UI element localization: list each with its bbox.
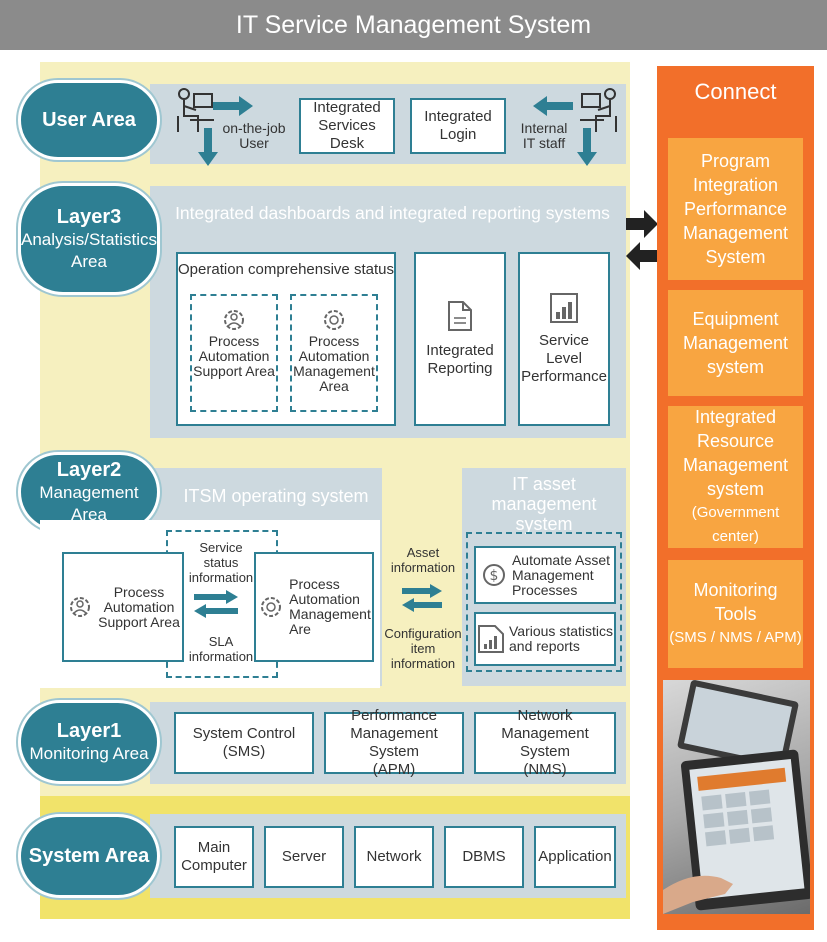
layer3-header: Integrated dashboards and integrated rep… — [175, 203, 610, 223]
bar-chart-icon — [549, 292, 579, 324]
gear-cycle-icon — [320, 306, 348, 334]
statistics-report-icon — [477, 624, 505, 654]
connect-title: Connect — [694, 79, 777, 104]
internal-it-staff-label: Internal IT staff — [520, 120, 568, 151]
system-control-box: System Control (SMS) — [174, 712, 314, 774]
layer2-pill: Layer2 Management Area — [18, 452, 160, 532]
dollar-cycle-icon: $ — [480, 561, 508, 589]
application-box: Application — [534, 826, 616, 888]
layer3-pill: Layer3 Analysis/Statistics Area — [18, 183, 160, 295]
service-status-information-label: Service status information — [188, 540, 254, 585]
process-automation-support-box-l2: Process Automation Support Area — [62, 552, 184, 662]
desk-worker-icon — [172, 86, 216, 136]
arrow-down-icon — [198, 128, 218, 166]
system-area-pill: System Area — [18, 814, 160, 898]
itsm-header: ITSM operating system — [183, 486, 369, 506]
equipment-management-box: Equipment Management system — [668, 290, 803, 396]
arrow-down-icon — [577, 128, 597, 166]
network-box: Network — [354, 826, 434, 888]
main-computer-box: Main Computer — [174, 826, 254, 888]
user-area-pill: User Area — [18, 80, 160, 160]
program-integration-box: Program Integration Performance Manageme… — [668, 138, 803, 280]
layer3-subtitle: Analysis/Statistics Area — [20, 230, 158, 271]
monitoring-photo — [663, 680, 810, 914]
various-statistics-box: Various statistics and reports — [474, 612, 616, 666]
arrow-right-icon — [213, 96, 253, 116]
user-area-label: User Area — [42, 109, 136, 131]
double-arrow-icon — [402, 584, 442, 612]
integrated-reporting-box: Integrated Reporting — [414, 252, 506, 426]
asset-information-label: Asset information — [390, 545, 456, 575]
layer1-pill: Layer1 Monitoring Area — [18, 700, 160, 784]
monitoring-tools-box: Monitoring Tools (SMS / NMS / APM) — [668, 560, 803, 668]
layer3-title: Layer3 — [56, 206, 122, 228]
integrated-services-desk-box: Integrated Services Desk — [299, 98, 395, 154]
svg-text:$: $ — [490, 568, 499, 584]
sla-information-label: SLA information — [188, 634, 254, 664]
document-icon — [447, 300, 473, 332]
process-automation-support-box: Process Automation Support Area — [190, 294, 278, 412]
layer2-subtitle: Management Area — [39, 483, 139, 524]
layer2-title: Layer2 — [56, 459, 122, 481]
operation-status-title: Operation comprehensive status — [178, 261, 394, 278]
desk-worker-icon — [578, 86, 622, 136]
it-asset-header: IT asset management system — [491, 474, 597, 534]
dbms-box: DBMS — [444, 826, 524, 888]
double-arrow-icon — [194, 590, 238, 618]
layer1-subtitle: Monitoring Area — [29, 744, 149, 763]
gear-person-icon — [66, 593, 94, 621]
integrated-login-box: Integrated Login — [410, 98, 506, 154]
performance-management-box: Performance Management System (APM) — [324, 707, 464, 778]
system-area-label: System Area — [28, 845, 150, 867]
network-management-box: Network Management System (NMS) — [474, 707, 616, 778]
process-automation-management-box: Process Automation Management Area — [290, 294, 378, 412]
configuration-item-information-label: Configuration item information — [384, 626, 462, 671]
service-level-performance-box: Service Level Performance — [518, 252, 610, 426]
process-automation-management-box-l2: Process Automation Management Are — [254, 552, 374, 662]
server-box: Server — [264, 826, 344, 888]
on-the-job-user-label: on-the-job User — [222, 120, 286, 151]
page-title: IT Service Management System — [0, 0, 827, 50]
arrow-left-icon — [533, 96, 573, 116]
connect-arrows-icon — [626, 210, 658, 270]
gear-cycle-icon — [257, 593, 285, 621]
asset-dashed-box — [466, 532, 622, 672]
layer1-title: Layer1 — [56, 720, 122, 742]
automate-asset-box: $ Automate Asset Management Processes — [474, 546, 616, 604]
integrated-resource-box: Integrated Resource Management system (G… — [668, 406, 803, 548]
gear-person-icon — [220, 306, 248, 334]
